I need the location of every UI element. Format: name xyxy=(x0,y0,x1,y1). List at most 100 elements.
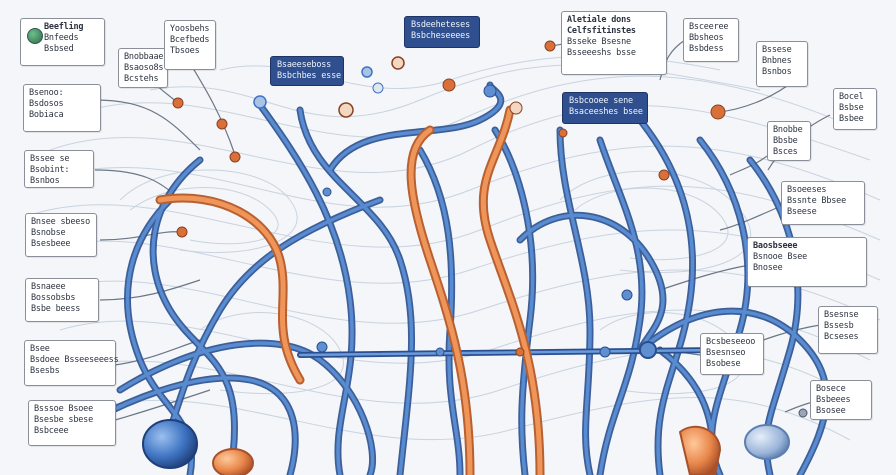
label-line: Bbsheos xyxy=(689,33,724,43)
junction-node xyxy=(372,82,384,94)
label-card: Baosbseee Bsnooe Bsee Bnosee xyxy=(747,237,867,287)
dark-tag: Bsdeeheteses Bsbcheseeees xyxy=(404,16,480,48)
label-line: Beefling xyxy=(44,22,84,32)
label-card: Bnsee sbeeso Bsnobse Bsesbeee xyxy=(25,213,97,257)
label-line: Bsnaeee xyxy=(31,282,66,292)
label-card: Bsnaeee Bossobsbs Bsbe beess xyxy=(25,278,99,322)
junction-node xyxy=(509,101,523,115)
junction-node xyxy=(515,347,525,357)
tag-line: Bsbchbes esse xyxy=(277,71,341,81)
label-line: Bssese xyxy=(762,45,792,55)
label-card: Bocel Bsbse Bsbee xyxy=(833,88,877,130)
label-card: Aletiale dons Celfsfitinstes Bsseke Bses… xyxy=(561,11,667,75)
label-line: Bocel xyxy=(839,92,864,102)
label-line: Aletiale dons xyxy=(567,15,631,25)
label-line: Bcsbeseeoo xyxy=(706,337,756,347)
junction-node xyxy=(658,169,670,181)
tag-line: Bsbcooee sene xyxy=(569,96,633,106)
label-line: Bsceeree xyxy=(689,22,729,32)
label-line: Bnosee xyxy=(753,263,783,273)
label-line: Bsesnseo xyxy=(706,348,746,358)
junction-node xyxy=(798,408,808,418)
label-card: Bsssoe Bsoee Bsesbe sbese Bsbceee xyxy=(28,400,116,446)
logo-card: Beefling Bnfeeds Bsbsed xyxy=(20,18,105,66)
label-line: Bnsee sbeeso xyxy=(31,217,91,227)
label-line: Bseese xyxy=(787,207,817,217)
label-line: Celfsfitinstes xyxy=(567,26,636,36)
label-card: Bsceeree Bbsheos Bsbdess xyxy=(683,18,739,62)
label-line: Bsbse xyxy=(839,103,864,113)
label-line: Bsesbs xyxy=(30,366,60,376)
label-line: Bssee se xyxy=(30,154,70,164)
tag-line: Bsaeeseboss xyxy=(277,60,332,70)
label-line: Bnobbe xyxy=(773,125,803,135)
label-line: Bsosee xyxy=(816,406,846,416)
junction-node xyxy=(322,187,332,197)
label-line: Bssesb xyxy=(824,321,854,331)
label-line: Yoosbehs xyxy=(170,24,210,34)
junction-node xyxy=(710,104,726,120)
label-line: Bsces xyxy=(773,147,798,157)
terminal-bulbs xyxy=(142,419,790,475)
label-line: Bbsbe xyxy=(773,136,798,146)
tag-line: Bsdeeheteses xyxy=(411,20,471,30)
label-line: Bnbnes xyxy=(762,56,792,66)
label-line: Bcstehs xyxy=(124,74,159,84)
label-card: Bsee Bsdoee Bsseeseeess Bsesbs xyxy=(24,340,119,386)
junction-node xyxy=(544,40,556,52)
label-line: Bsoeeses xyxy=(787,185,827,195)
label-line: Bsdoee Bsseeseeess xyxy=(30,355,119,365)
label-line: Bcefbeds xyxy=(170,35,210,45)
label-line: Tbsoes xyxy=(170,46,200,56)
dark-tag: Bsaeeseboss Bsbchbes esse xyxy=(270,56,344,86)
label-line: Bossobsbs xyxy=(31,293,76,303)
junction-node xyxy=(172,97,184,109)
label-line: Bsee xyxy=(30,344,50,354)
junction-node xyxy=(639,341,657,359)
label-line: Bsesbe sbese xyxy=(34,415,94,425)
junction-node xyxy=(361,66,373,78)
label-card: Bosece Bsbeees Bsosee xyxy=(810,380,872,420)
label-line: Bsobese xyxy=(706,359,741,369)
label-card: Yoosbehs Bcefbeds Tbsoes xyxy=(164,20,216,70)
label-line: Bsesbeee xyxy=(31,239,71,249)
label-line: Bsesnse xyxy=(824,310,859,320)
blue-bulb xyxy=(142,419,198,469)
label-card: Bsoeeses Bssnte Bbsee Bseese xyxy=(781,181,865,225)
label-line: Baosbseee xyxy=(753,241,798,251)
junction-node xyxy=(435,347,445,357)
label-line: Bsbceee xyxy=(34,426,69,436)
junction-node xyxy=(338,102,354,118)
label-line: Bosece xyxy=(816,384,846,394)
label-card: Bnobbe Bbsbe Bsces xyxy=(767,121,811,161)
globe-icon xyxy=(27,28,43,44)
tag-line: Bsbcheseeees xyxy=(411,31,471,41)
label-line: Bsaoso8s xyxy=(124,63,164,73)
dark-tag: Bsbcooee sene Bsaceeshes bsee xyxy=(562,92,648,124)
label-line: Bsseeeshs bsse xyxy=(567,48,636,58)
tag-line: Bsaceeshes bsee xyxy=(569,107,643,117)
label-card: Bcsbeseeoo Bsesnseo Bsobese xyxy=(700,333,764,375)
label-line: Bsnooe Bsee xyxy=(753,252,808,262)
label-line: Bsnobse xyxy=(31,228,66,238)
label-line: Bnobbaae xyxy=(124,52,164,62)
label-card: Bssee se Bsobint: Bsnbos xyxy=(24,150,94,188)
label-line: Bcseses xyxy=(824,332,859,342)
label-line: Bsbdess xyxy=(689,44,724,54)
label-line: Bobiaca xyxy=(29,110,64,120)
label-card: Bsenoo: Bsdosos Bobiaca xyxy=(23,84,101,132)
label-line: Bsbe beess xyxy=(31,304,81,314)
pale-bulb xyxy=(744,424,790,460)
label-line: Bsnbos xyxy=(762,67,792,77)
label-card: Bsesnse Bssesb Bcseses xyxy=(818,306,878,354)
junction-node xyxy=(316,341,328,353)
junction-node xyxy=(391,56,405,70)
label-line: Bsbee xyxy=(839,114,864,124)
junction-node xyxy=(229,151,241,163)
label-line: Bsobint: xyxy=(30,165,70,175)
junction-node xyxy=(216,118,228,130)
junction-node xyxy=(558,128,568,138)
junction-node xyxy=(621,289,633,301)
label-card: Bnobbaae Bsaoso8s Bcstehs xyxy=(118,48,168,88)
